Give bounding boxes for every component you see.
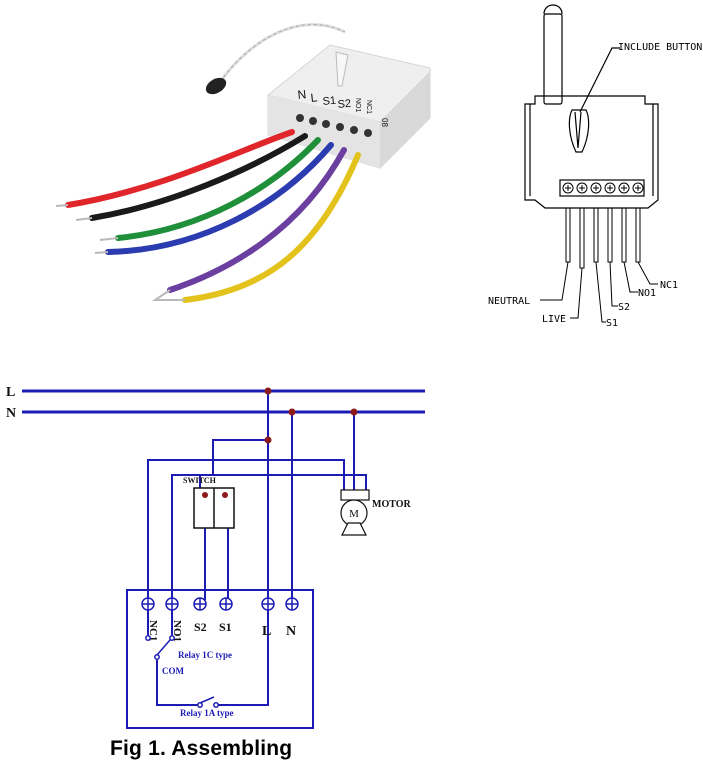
terminal-label-s2: S2 [337,98,352,111]
relay-1a-label: Relay 1A type [180,708,234,718]
switch-label: SWITCH [183,476,217,485]
module-body [267,44,431,169]
figure-caption: Fig 1. Assembling [110,737,293,760]
live-label: L [6,385,15,400]
terminal-label-s1: S1 [322,95,337,108]
junction-nodes [264,387,358,444]
terminal-screws [562,182,644,194]
pin-label-no1: NO1 [638,288,656,299]
screw-holes [296,114,372,137]
include-button-leader [579,47,620,113]
neutral-label: N [6,406,16,421]
module-box [126,589,314,729]
antenna-cap [543,4,563,15]
terminal-label-no1: NO1 [354,98,361,113]
wire-ends [55,204,185,301]
term-s2: S2 [194,620,207,634]
pin-label-s2: S2 [618,302,630,313]
motor-symbol: M [340,489,370,536]
term-n: N [286,624,296,639]
pins [565,208,641,269]
wiring-diagram: SWITCH M MOTOR L N NC1 NO1 S2 S1 L N Rel… [0,335,470,735]
wires [65,129,361,303]
motor-label: MOTOR [372,499,411,510]
antenna-tip [205,77,227,95]
wire-green [115,137,321,241]
module-outline-svg: INCLUDE BUTTON NEUTRAL LIVE S1 S2 NO1 NC… [488,4,702,329]
term-l: L [262,624,271,639]
pin-leaders [540,261,658,323]
wall-switch [193,487,235,529]
term-s1: S1 [219,620,232,634]
module-photo: N L S1 S2 NO1 NC1 08 [0,0,470,330]
terminal-label-nc1: NC1 [365,100,372,114]
com-label: COM [162,666,185,676]
wire-blue [105,142,334,255]
side-label: 08 [380,118,389,127]
motor-symbol-letter: M [349,508,359,520]
module-outline: INCLUDE BUTTON NEUTRAL LIVE S1 S2 NO1 NC… [480,0,703,330]
wiring-diagram-svg: SWITCH M MOTOR L N NC1 NO1 S2 S1 L N Rel… [6,385,425,729]
terminal-screws-diagram [141,597,299,611]
terminal-label-n: N [297,87,307,102]
include-button-label: INCLUDE BUTTON [618,42,702,53]
wire-purple [167,147,347,293]
antenna-outline [543,13,563,105]
pin-label-s1: S1 [606,318,618,329]
terminal-label-l: L [310,90,318,105]
relay-1c-label: Relay 1C type [178,650,232,660]
wire-yellow [182,152,361,303]
relay-contacts [145,635,219,708]
terminal-labels: N L S1 S2 NO1 NC1 08 [297,87,389,127]
module-photo-svg: N L S1 S2 NO1 NC1 08 [55,23,431,303]
terminal-row [559,179,645,197]
wire-red [65,129,295,208]
pin-label-nc1: NC1 [660,280,678,291]
include-button-outline [568,109,590,153]
pin-label-neutral: NEUTRAL [488,296,530,307]
pin-label-live: LIVE [542,314,566,325]
antenna-wire [218,23,346,83]
wiring-lines [22,389,425,729]
body-outline [524,95,659,209]
wire-black [89,133,308,221]
